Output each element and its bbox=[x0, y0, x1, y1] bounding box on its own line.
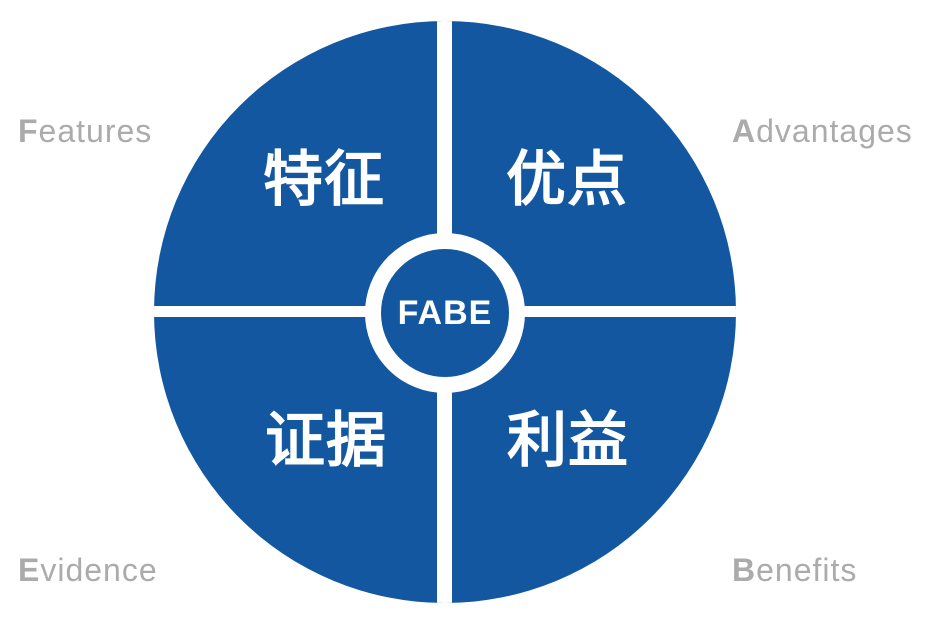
center-ring: FABE bbox=[365, 233, 525, 393]
quadrant-circle: 特征 优点 证据 利益 bbox=[154, 21, 736, 603]
corner-label-evidence-initial: E bbox=[18, 552, 41, 588]
corner-label-advantages-rest: dvantages bbox=[756, 113, 913, 149]
corner-label-evidence-rest: vidence bbox=[40, 552, 158, 588]
corner-label-evidence: Evidence bbox=[18, 551, 158, 589]
corner-label-advantages-initial: A bbox=[732, 113, 757, 149]
quadrant-label-features-zh: 特征 bbox=[263, 146, 385, 213]
quadrant-label-benefits-zh: 利益 bbox=[507, 407, 629, 474]
corner-label-advantages: Advantages bbox=[732, 112, 913, 150]
quadrant-label-advantages-zh: 优点 bbox=[506, 146, 628, 213]
center-label: FABE bbox=[397, 294, 493, 332]
corner-label-benefits: Benefits bbox=[732, 551, 857, 589]
corner-label-features: Features bbox=[18, 112, 152, 150]
corner-label-benefits-initial: B bbox=[732, 552, 757, 588]
quadrant-label-evidence-zh: 证据 bbox=[265, 407, 387, 474]
corner-label-benefits-rest: enefits bbox=[756, 552, 858, 588]
corner-label-features-initial: F bbox=[18, 113, 39, 149]
corner-label-features-rest: eatures bbox=[38, 113, 153, 149]
